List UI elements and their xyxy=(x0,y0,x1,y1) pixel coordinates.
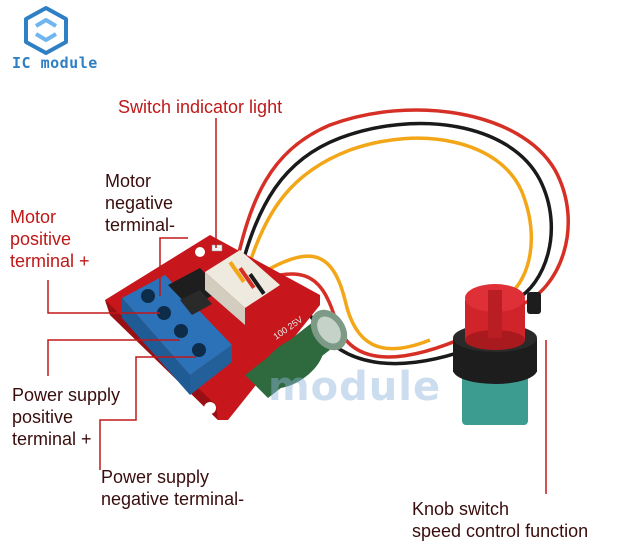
label-power-negative: Power supply negative terminal- xyxy=(101,467,245,509)
watermark-text: module xyxy=(268,364,442,410)
leader-motor-positive xyxy=(47,280,160,314)
terminal-block xyxy=(122,275,232,395)
label-knob-switch: Knob switch speed control function xyxy=(412,499,589,541)
leader-motor-negative xyxy=(159,237,188,296)
capacitor: 100 25V xyxy=(245,309,348,398)
brand-logo xyxy=(24,6,68,55)
callout-lines xyxy=(47,118,547,494)
leader-power-positive xyxy=(47,339,180,376)
brand-name: IC module xyxy=(12,54,98,72)
label-switch-indicator: Switch indicator light xyxy=(118,97,283,117)
leader-power-negative xyxy=(99,356,196,470)
knob-switch xyxy=(453,284,541,425)
label-motor-negative: Motor negative terminal- xyxy=(105,171,176,235)
indicator-led xyxy=(211,244,223,252)
wire-connector xyxy=(205,250,280,325)
label-power-positive: Power supply positive terminal + xyxy=(12,385,121,449)
label-motor-positive: Motor positive terminal + xyxy=(10,207,90,271)
